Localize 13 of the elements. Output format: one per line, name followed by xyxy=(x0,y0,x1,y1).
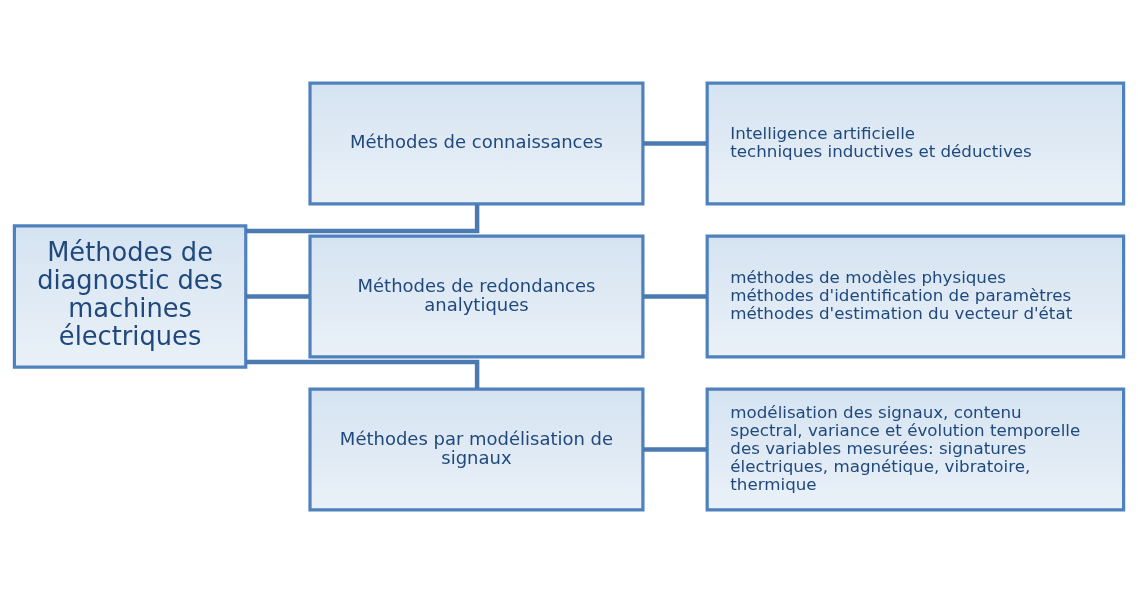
node-box: Méthodes de redondances analytiques xyxy=(308,234,645,358)
node-box: méthodes de modèles physiques méthodes d'identification de paramètres méthodes d'estimation du vecteur d'état xyxy=(705,234,1126,358)
connector xyxy=(643,446,707,452)
connector xyxy=(246,203,480,233)
node-box: Intelligence artificielle techniques inductives et déductives xyxy=(705,81,1126,206)
node-box: modélisation des signaux, contenu spectral, variance et évolution temporelle des variables mesurées: signatures électriques, magnétique, vibratoire, thermique xyxy=(705,386,1126,511)
node-box: Méthodes par modélisation de signaux xyxy=(308,386,645,511)
connector xyxy=(246,359,480,389)
node-box: Méthodes de connaissances xyxy=(308,81,645,206)
connector xyxy=(643,140,707,146)
connector xyxy=(643,293,707,299)
connector xyxy=(245,293,310,299)
node-box: Méthodes de diagnostic des machines électriques xyxy=(12,223,248,369)
